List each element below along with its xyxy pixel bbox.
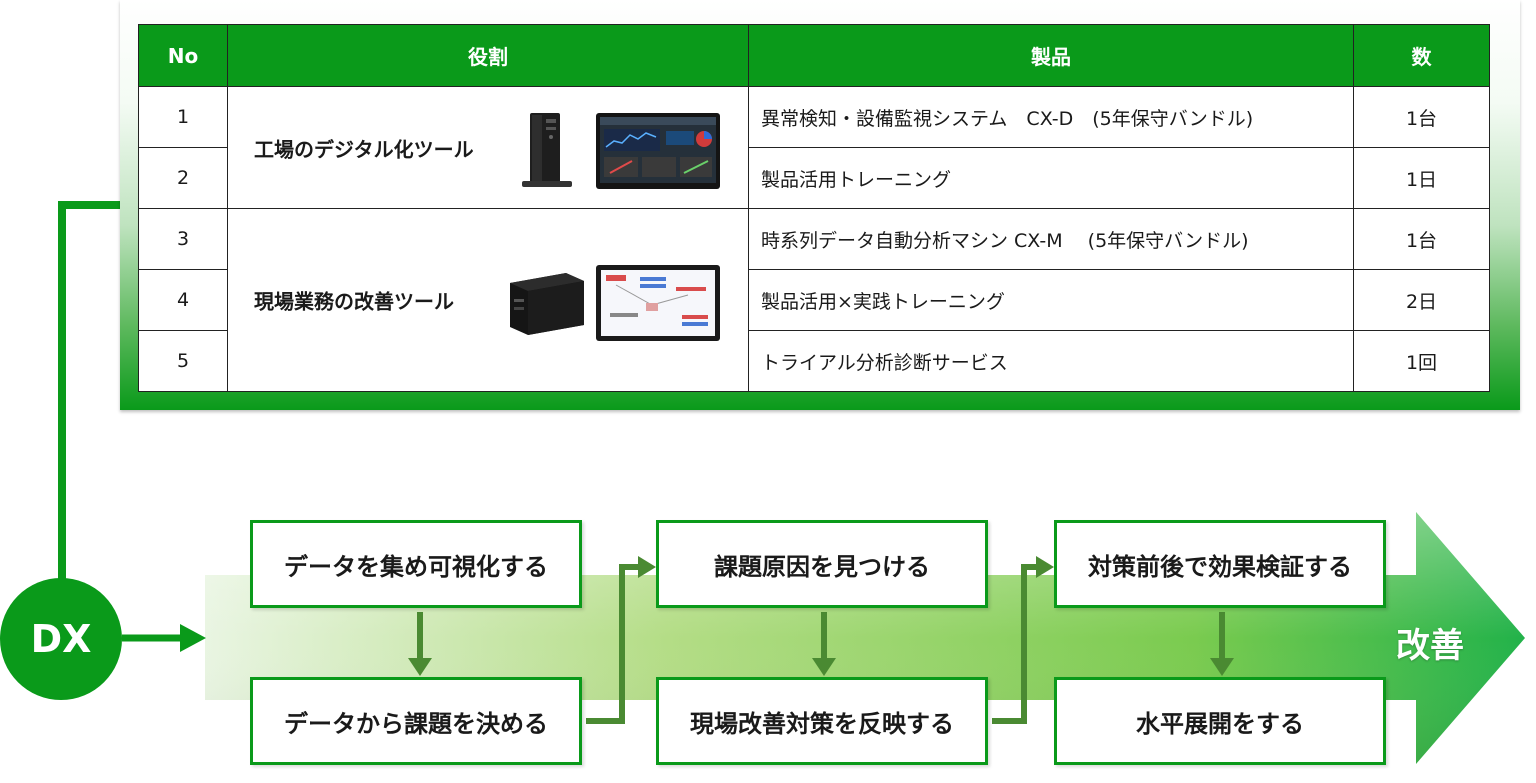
box-pc-image xyxy=(510,273,584,335)
dx-circle: DX xyxy=(0,578,122,700)
row-no: 3 xyxy=(138,208,228,270)
row-qty: 1回 xyxy=(1353,330,1490,392)
elbow-arrow-1 xyxy=(586,556,656,724)
down-arrow-3 xyxy=(1210,612,1234,676)
table-header-row: No 役割 製品 数 xyxy=(138,24,1490,87)
row-qty: 2日 xyxy=(1353,269,1490,331)
step-apply-countermeasure: 現場改善対策を反映する xyxy=(656,677,988,765)
role-label-factory: 工場のデジタル化ツール xyxy=(254,137,474,161)
header-role: 役割 xyxy=(227,24,749,87)
row-product: 製品活用×実践トレーニング xyxy=(748,269,1354,331)
down-arrow-1 xyxy=(408,612,432,676)
header-qty: 数 xyxy=(1353,24,1490,87)
row-no: 4 xyxy=(138,269,228,331)
goal-label: 改善 xyxy=(1396,626,1464,666)
dx-arrow xyxy=(122,624,206,652)
row-product: 異常検知・設備監視システム CX-D (5年保守バンドル) xyxy=(748,86,1354,148)
role-label-improvement: 現場業務の改善ツール xyxy=(254,289,454,314)
table-row: 5 トライアル分析診断サービス 1回 xyxy=(138,330,1490,392)
table-row: 1 工場のデジタル化ツール xyxy=(138,86,1490,209)
row-product: 製品活用トレーニング xyxy=(748,147,1354,209)
row-qty: 1台 xyxy=(1353,208,1490,270)
connector-line xyxy=(58,201,120,580)
table-row: 2 製品活用トレーニング 1日 xyxy=(138,147,1490,209)
step-find-cause: 課題原因を見つける xyxy=(656,520,988,608)
header-product: 製品 xyxy=(748,24,1354,87)
analysis-screen-image xyxy=(596,265,720,341)
row-product: トライアル分析診断サービス xyxy=(748,330,1354,392)
step-verify-effect: 対策前後で効果検証する xyxy=(1054,520,1386,608)
row-no: 5 xyxy=(138,330,228,392)
table-row: 3 現場業務の改善ツール xyxy=(138,208,1490,392)
tower-pc-image xyxy=(522,113,572,187)
monitoring-dashboard-image xyxy=(596,113,720,189)
product-table: No 役割 製品 数 1 工場のデジタル化ツール xyxy=(138,24,1490,392)
role-cell-improvement: 現場業務の改善ツール xyxy=(227,208,749,392)
row-product: 時系列データ自動分析マシン CX-M (5年保守バンドル) xyxy=(748,208,1354,270)
step-collect-visualize: データを集め可視化する xyxy=(250,520,582,608)
role-cell-factory: 工場のデジタル化ツール xyxy=(227,86,749,209)
step-define-issue: データから課題を決める xyxy=(250,677,582,765)
step-horizontal-deploy: 水平展開をする xyxy=(1054,677,1386,765)
elbow-arrow-2 xyxy=(992,556,1054,724)
row-no: 2 xyxy=(138,147,228,209)
row-no: 1 xyxy=(138,86,228,148)
row-qty: 1台 xyxy=(1353,86,1490,148)
row-qty: 1日 xyxy=(1353,147,1490,209)
table-row: 4 製品活用×実践トレーニング 2日 xyxy=(138,269,1490,331)
header-no: No xyxy=(138,24,228,87)
down-arrow-2 xyxy=(812,612,836,676)
